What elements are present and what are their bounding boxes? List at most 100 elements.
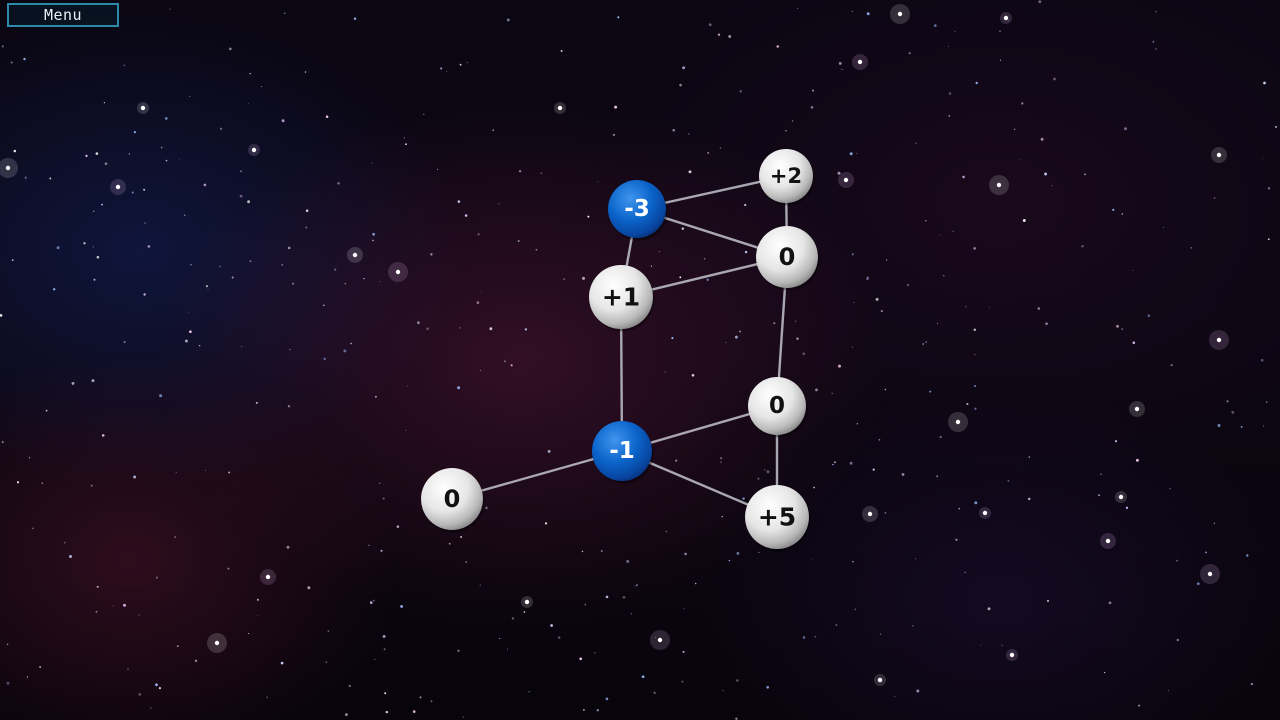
star — [975, 81, 978, 85]
star — [849, 152, 853, 156]
bright-star — [140, 105, 146, 111]
star — [247, 200, 251, 204]
star — [231, 276, 234, 279]
star — [1019, 159, 1021, 161]
star — [811, 89, 815, 92]
star — [1040, 137, 1044, 141]
star — [851, 253, 854, 256]
bright-star — [1009, 652, 1015, 658]
star — [852, 560, 854, 563]
star — [626, 559, 630, 563]
star — [337, 181, 340, 185]
star — [510, 364, 513, 367]
star — [1226, 400, 1229, 403]
star — [605, 697, 609, 701]
star — [671, 337, 674, 340]
star — [943, 274, 945, 277]
star — [841, 68, 843, 71]
star — [581, 550, 584, 553]
star — [457, 386, 461, 390]
white-node-sphere[interactable] — [421, 468, 483, 530]
star — [440, 67, 443, 70]
star — [1170, 363, 1173, 367]
star — [853, 301, 855, 304]
star — [13, 149, 17, 153]
bright-star — [897, 11, 903, 17]
star — [658, 251, 660, 253]
star — [459, 327, 461, 329]
star — [999, 59, 1001, 61]
bright-star — [996, 182, 1002, 188]
star — [348, 684, 352, 688]
white-node-sphere[interactable] — [759, 149, 813, 203]
star — [240, 170, 243, 173]
star — [736, 679, 739, 682]
star — [69, 555, 72, 558]
star — [489, 327, 493, 331]
menu-button[interactable]: Menu — [7, 3, 119, 27]
star — [1155, 48, 1157, 50]
star — [103, 102, 105, 104]
star — [368, 544, 370, 547]
star — [958, 507, 960, 510]
star — [334, 268, 337, 271]
star — [634, 585, 636, 587]
star — [1084, 173, 1086, 176]
white-node-sphere[interactable] — [748, 377, 806, 435]
star — [694, 582, 697, 585]
star — [856, 423, 858, 425]
star — [305, 209, 309, 213]
star — [123, 341, 126, 344]
star — [323, 357, 326, 361]
star — [143, 188, 146, 191]
star — [462, 716, 464, 718]
white-node-sphere[interactable] — [745, 485, 809, 549]
star — [26, 676, 29, 678]
star — [1176, 638, 1180, 642]
star — [281, 119, 285, 123]
star — [831, 392, 833, 395]
star — [1155, 11, 1157, 13]
star — [406, 385, 408, 387]
star — [1108, 601, 1112, 605]
star — [563, 278, 566, 281]
star — [679, 276, 682, 279]
star — [32, 527, 34, 530]
star — [796, 337, 799, 340]
bright-star — [657, 637, 663, 643]
node-n7[interactable]: 0 — [421, 468, 485, 533]
star — [688, 133, 690, 135]
bright-star — [214, 640, 220, 646]
node-n5[interactable]: 0 — [748, 377, 808, 438]
node-n3[interactable]: 0 — [756, 226, 820, 291]
star — [1263, 425, 1265, 427]
node-n4[interactable]: +1 — [589, 265, 655, 332]
star — [596, 709, 599, 712]
white-node-sphere[interactable] — [756, 226, 818, 288]
star — [39, 666, 42, 668]
node-n1[interactable]: -3 — [608, 180, 668, 241]
node-n2[interactable]: +2 — [759, 149, 815, 206]
blue-node-sphere[interactable] — [592, 421, 652, 481]
white-node-sphere[interactable] — [589, 265, 653, 329]
star — [785, 130, 787, 132]
star — [1263, 81, 1266, 85]
node-n8[interactable]: +5 — [745, 485, 811, 552]
star — [838, 364, 841, 368]
bright-star — [1105, 538, 1111, 544]
star — [594, 652, 596, 654]
star — [872, 468, 875, 471]
star — [630, 612, 633, 615]
star — [499, 637, 501, 640]
star — [178, 158, 180, 160]
star — [23, 57, 26, 61]
node-n6[interactable]: -1 — [592, 421, 654, 484]
star — [138, 693, 142, 696]
star — [973, 247, 976, 250]
star — [916, 689, 920, 693]
star — [385, 710, 389, 714]
blue-node-sphere[interactable] — [608, 180, 666, 238]
star — [854, 608, 856, 610]
star — [457, 649, 460, 653]
